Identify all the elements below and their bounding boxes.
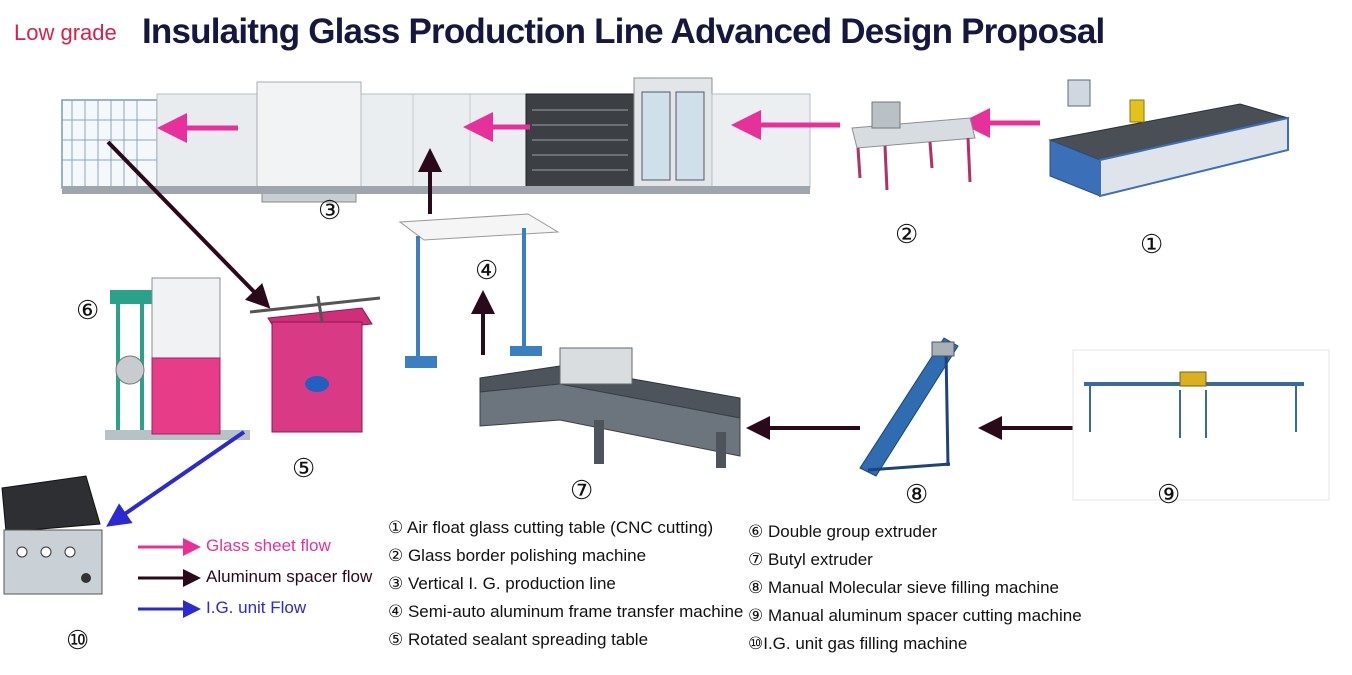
list-item: ④ Semi-auto aluminum frame transfer mach… bbox=[388, 602, 744, 621]
list-item: ⑦ Butyl extruder bbox=[748, 550, 873, 569]
machine-list-left: ① Air float glass cutting table (CNC cut… bbox=[388, 514, 743, 654]
extruder-icon bbox=[105, 277, 250, 440]
marker-2: ② bbox=[895, 220, 919, 250]
transfer-machine-icon bbox=[398, 213, 560, 368]
gas-filler-icon bbox=[1, 475, 103, 595]
butyl-extruder-icon bbox=[479, 347, 741, 468]
sieve-filler-icon bbox=[859, 337, 959, 477]
legend-arrows bbox=[138, 538, 201, 618]
list-item: ② Glass border polishing machine bbox=[388, 546, 647, 565]
page-title: Insulaitng Glass Production Line Advance… bbox=[142, 12, 1105, 51]
spacer-cutter-icon bbox=[1072, 349, 1330, 501]
ig-flow-arrows bbox=[106, 430, 246, 527]
machine-list-right: ⑥ Double group extruder ⑦ Butyl extruder… bbox=[748, 518, 1082, 658]
list-item: ⑨ Manual aluminum spacer cutting machine bbox=[748, 606, 1082, 625]
marker-4: ④ bbox=[475, 256, 499, 286]
marker-5: ⑤ bbox=[292, 454, 316, 484]
marker-6: ⑥ bbox=[76, 296, 100, 326]
legend-glass-flow: Glass sheet flow bbox=[206, 536, 331, 555]
marker-8: ⑧ bbox=[905, 480, 929, 510]
cutting-table-icon bbox=[1048, 79, 1289, 198]
legend-spacer-flow: Aluminum spacer flow bbox=[206, 567, 373, 586]
glass-flow-arrows bbox=[157, 108, 1040, 143]
list-item: ⑧ Manual Molecular sieve filling machine bbox=[748, 578, 1059, 597]
list-item: ⑥ Double group extruder bbox=[748, 522, 938, 541]
marker-1: ① bbox=[1140, 230, 1164, 260]
legend-ig-flow: I.G. unit Flow bbox=[206, 598, 307, 617]
marker-10: ⑩ bbox=[66, 626, 90, 656]
grade-label: Low grade bbox=[14, 20, 117, 45]
list-item: ⑩I.G. unit gas filling machine bbox=[748, 634, 968, 653]
marker-9: ⑨ bbox=[1157, 480, 1181, 510]
sealant-table-icon bbox=[249, 295, 381, 433]
polishing-machine-icon bbox=[851, 101, 976, 191]
list-item: ⑤ Rotated sealant spreading table bbox=[388, 630, 649, 649]
spacer-flow-arrows bbox=[106, 140, 1075, 440]
ig-line-icon bbox=[61, 77, 811, 203]
list-item: ① Air float glass cutting table (CNC cut… bbox=[388, 518, 714, 537]
list-item: ③ Vertical I. G. production line bbox=[388, 574, 616, 593]
marker-3: ③ bbox=[318, 196, 342, 226]
marker-7: ⑦ bbox=[570, 476, 594, 506]
